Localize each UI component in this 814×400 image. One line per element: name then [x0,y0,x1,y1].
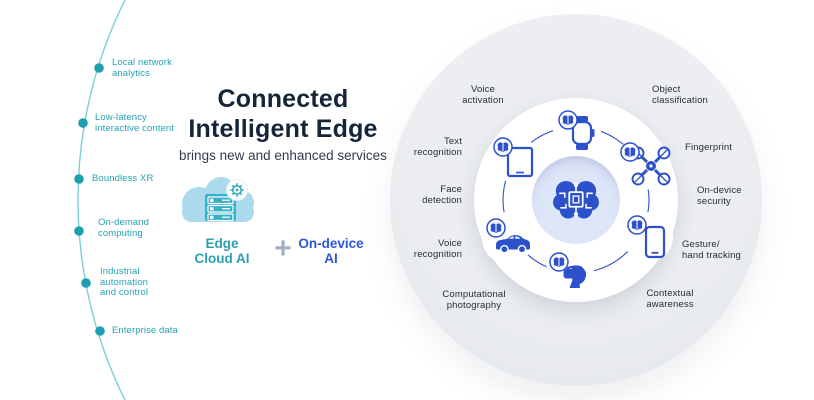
service-dot [95,326,105,336]
service-label-boundless-xr: Boundless XR [92,173,154,185]
capability-line: security [697,196,731,207]
capability-fingerprint: Fingerprint [685,142,732,153]
capability-line: Voice [438,238,462,249]
devices-overlay [482,106,673,296]
edge-cloud-line-1: Edge [205,236,239,251]
service-dot [81,278,91,288]
capability-line: recognition [413,249,462,260]
ai-chip-badge-icon [620,142,640,162]
edge-cloud-icon [182,177,254,222]
vr-headset-icon [549,252,587,288]
capability-line: classification [652,95,708,106]
service-line: automation [100,276,149,288]
capability-computational-photography: Computational photography [442,289,505,311]
smartphone-icon [627,215,666,259]
service-line: and control [100,287,149,298]
service-line: Local network [112,57,172,68]
capability-line: Gesture/ [682,239,720,250]
service-label-low-latency: Low-latency interactive content [95,112,174,134]
ai-chip-badge-icon [558,110,578,130]
capability-line: Text [443,136,462,147]
plus-sign: + [274,232,292,265]
capability-line: activation [462,95,504,106]
page-title: Connected Intelligent Edge [188,84,377,144]
capability-face-detection: Face detection [422,184,462,206]
ai-gear-badge-icon [226,179,248,201]
capability-line: Voice [470,84,495,95]
edge-cloud-ai-label: Edge Cloud AI [195,236,250,266]
server-icon [205,194,236,222]
service-line: Enterprise data [112,325,178,336]
service-label-enterprise-data: Enterprise data [112,325,178,337]
capability-voice-recognition: Voice recognition [414,238,462,260]
smartwatch-icon [558,110,595,150]
on-device-ai-label: On-device AI [298,236,363,266]
ai-brain-icon [553,180,599,219]
tablet-icon [493,137,534,178]
service-line: computing [98,227,143,239]
capability-contextual-awareness: Contextual awareness [646,288,693,310]
capability-line: photography [446,300,502,311]
service-dot [74,174,84,184]
service-label-local-network-analytics: Local network analytics [112,57,172,79]
service-dot [78,118,88,128]
service-line: analytics [112,67,150,79]
service-dot [74,226,84,236]
capability-line: hand tracking [682,250,741,261]
capability-line: Fingerprint [685,142,733,153]
service-line: Boundless XR [92,173,154,184]
service-label-on-demand-computing: On-demand computing [98,217,150,239]
ai-chip-badge-icon [549,252,569,272]
capability-line: Object [652,84,681,95]
capability-on-device-security: On-device security [697,185,742,207]
capability-line: recognition [413,147,462,158]
ai-chip-badge-icon [486,218,506,238]
service-line: Industrial [100,266,140,277]
page-subtitle: brings new and enhanced services [179,148,387,163]
edge-cloud-line-2: Cloud AI [194,251,250,266]
capability-text-recognition: Text recognition [414,136,462,158]
capability-line: Face [440,184,462,195]
service-dot [94,63,104,73]
title-line-1: Connected [217,85,349,113]
capability-line: detection [422,195,462,206]
ai-chip-badge-icon [627,215,647,235]
arc-line [77,0,126,400]
capability-line: awareness [646,299,694,310]
capability-object-classification: Object classification [652,84,708,106]
service-label-industrial-automation: Industrial automation and control [100,266,149,299]
on-device-line-2: AI [324,251,338,266]
capability-line: Contextual [646,288,694,299]
capability-voice-activation: Voice activation [462,84,504,106]
car-icon [486,218,530,254]
on-device-line-1: On-device [298,236,364,251]
service-line: Low-latency [95,112,147,123]
title-line-2: Intelligent Edge [188,115,378,143]
service-line: On-demand [98,217,150,228]
capability-line: Computational [442,289,506,300]
capability-gesture-hand-tracking: Gesture/ hand tracking [682,239,741,261]
drone-icon [620,142,671,186]
capability-line: On-device [697,185,742,196]
ai-chip-badge-icon [493,137,513,157]
service-line: interactive content [95,122,174,134]
